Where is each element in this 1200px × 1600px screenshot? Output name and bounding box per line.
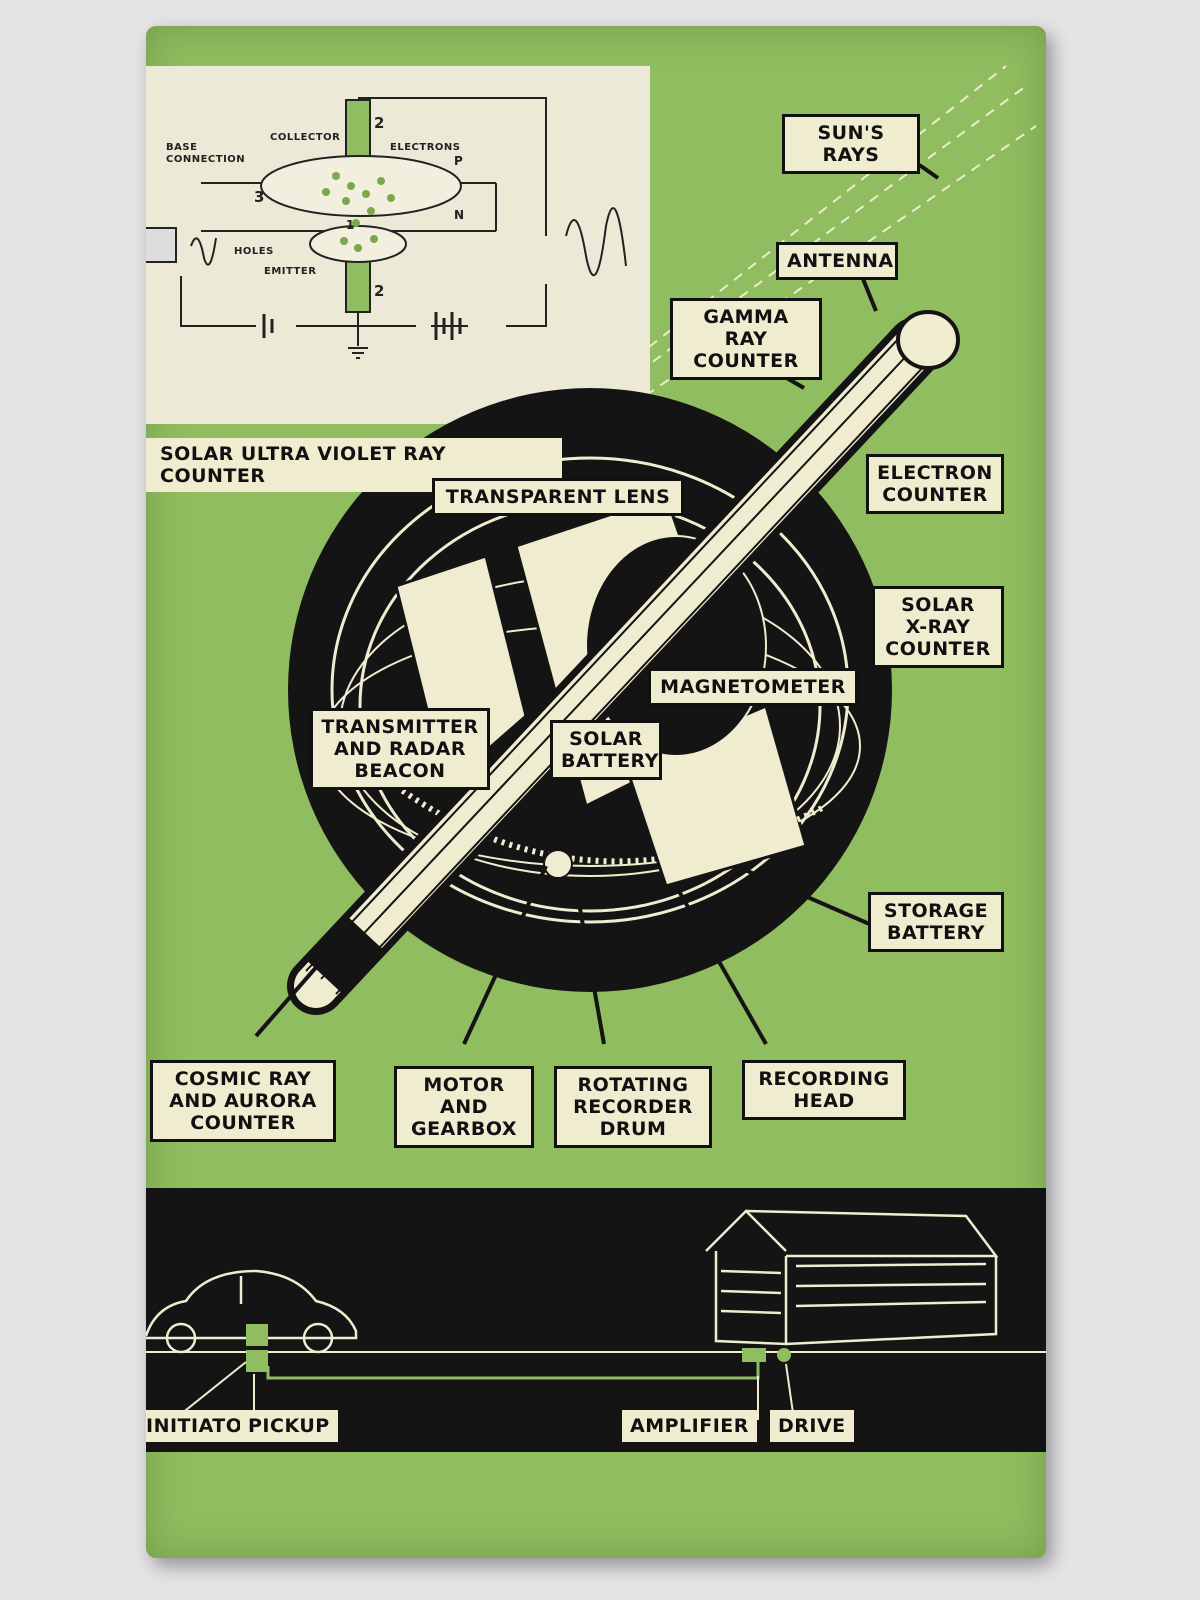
signal-wire [266,1362,760,1380]
label-magnetometer: MAGNETOMETER [648,668,858,706]
pickup-block-top [246,1324,268,1346]
shed-sketch [705,1209,999,1346]
label-gamma-ray-counter: GAMMA RAY COUNTER [670,298,822,380]
ground-symbol [348,347,368,359]
cover-illustration [146,65,1046,1452]
drive-wheel [777,1348,791,1362]
emitter-label: EMITTER [264,266,317,277]
label-cosmic-ray-counter: COSMIC RAY AND AURORA COUNTER [150,1060,336,1142]
gear-ring [394,783,828,865]
bottom-band [146,1188,1046,1452]
holes-label: HOLES [234,246,274,257]
label-recording-head: RECORDING HEAD [742,1060,906,1120]
battery-symbols [262,312,462,340]
label-pickup: PICKUP [240,1410,338,1442]
label-pointers [254,162,940,1045]
label-drive: DRIVE [770,1410,854,1442]
battery-pack-icon [146,227,177,263]
label-solar-uv-counter: SOLAR ULTRA VIOLET RAY COUNTER [146,438,562,492]
collector-label: COLLECTOR [270,132,341,143]
label-transparent-lens: TRANSPARENT LENS [432,478,684,516]
book-jacket: COLLECTOR BASE CONNECTION ELECTRONS P N … [146,26,1046,1558]
pickup-block-bottom [246,1350,268,1372]
label-storage-battery: STORAGE BATTERY [868,892,1004,952]
label-solar-battery: SOLAR BATTERY [550,720,662,780]
label-transmitter-radar-beacon: TRANSMITTER AND RADAR BEACON [310,708,490,790]
label-rotating-recorder-drum: ROTATING RECORDER DRUM [554,1066,712,1148]
antenna-tube [287,310,960,1015]
label-motor-gearbox: MOTOR AND GEARBOX [394,1066,534,1148]
arrow-number-2-bottom: 2 [374,282,385,300]
collector-rod [345,99,371,161]
label-amplifier: AMPLIFIER [622,1410,757,1442]
gear-wheel [543,849,573,879]
p-label: P [454,154,464,168]
n-label: N [454,208,465,222]
collector-region [260,155,462,217]
electrons-label: ELECTRONS [390,142,461,153]
label-suns-rays: SUN'S RAYS [782,114,920,174]
arrow-number-1: 1 [346,218,355,232]
label-electron-counter: ELECTRON COUNTER [866,454,1004,514]
charge-dots [322,172,395,252]
arrow-number-3: 3 [254,188,265,206]
label-solar-xray-counter: SOLAR X-RAY COUNTER [872,586,1004,668]
signal-wave [565,207,627,277]
signal-wave-left [190,237,217,266]
base-connection-label: BASE CONNECTION [166,142,246,165]
amplifier-block [742,1348,766,1362]
label-antenna: ANTENNA [776,242,898,280]
arrow-number-2-top: 2 [374,114,385,132]
